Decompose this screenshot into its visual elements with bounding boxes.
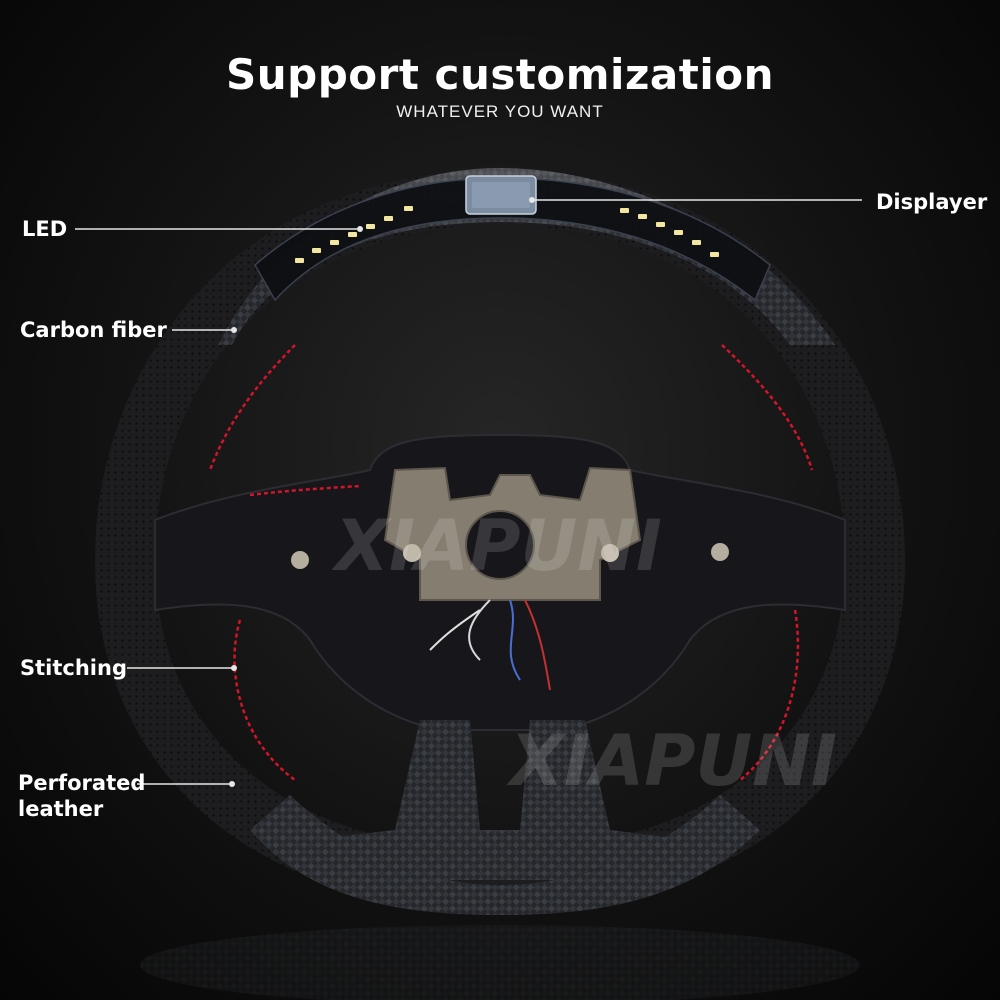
rim-bottom-carbon — [250, 795, 760, 915]
callout-led: LED — [22, 217, 68, 241]
callout-dots — [229, 197, 535, 787]
callout-perforated-leather-line1: Perforated — [18, 771, 146, 795]
led-lights-right — [620, 208, 719, 257]
callout-perforated-leather-line2: leather — [18, 797, 104, 821]
page-title: Support customization — [226, 50, 774, 99]
callout-stitching: Stitching — [20, 656, 127, 680]
led-lights-left — [295, 206, 413, 263]
wiring — [429, 599, 551, 691]
page-subtitle: WHATEVER YOU WANT — [396, 102, 604, 121]
watermark-left: XIAPUNI — [331, 505, 662, 587]
callout-perforated-leather: Perforated leather — [18, 770, 148, 822]
red-stitching — [208, 344, 814, 782]
led-housing — [254, 177, 771, 302]
floor-reflection — [140, 925, 860, 1000]
callout-displayer: Displayer — [876, 190, 988, 214]
callout-carbon-fiber: Carbon fiber — [20, 318, 167, 342]
watermark-right: XIAPUNI — [506, 720, 837, 802]
lower-spoke-carbon — [310, 720, 690, 880]
callout-lines — [75, 199, 862, 785]
